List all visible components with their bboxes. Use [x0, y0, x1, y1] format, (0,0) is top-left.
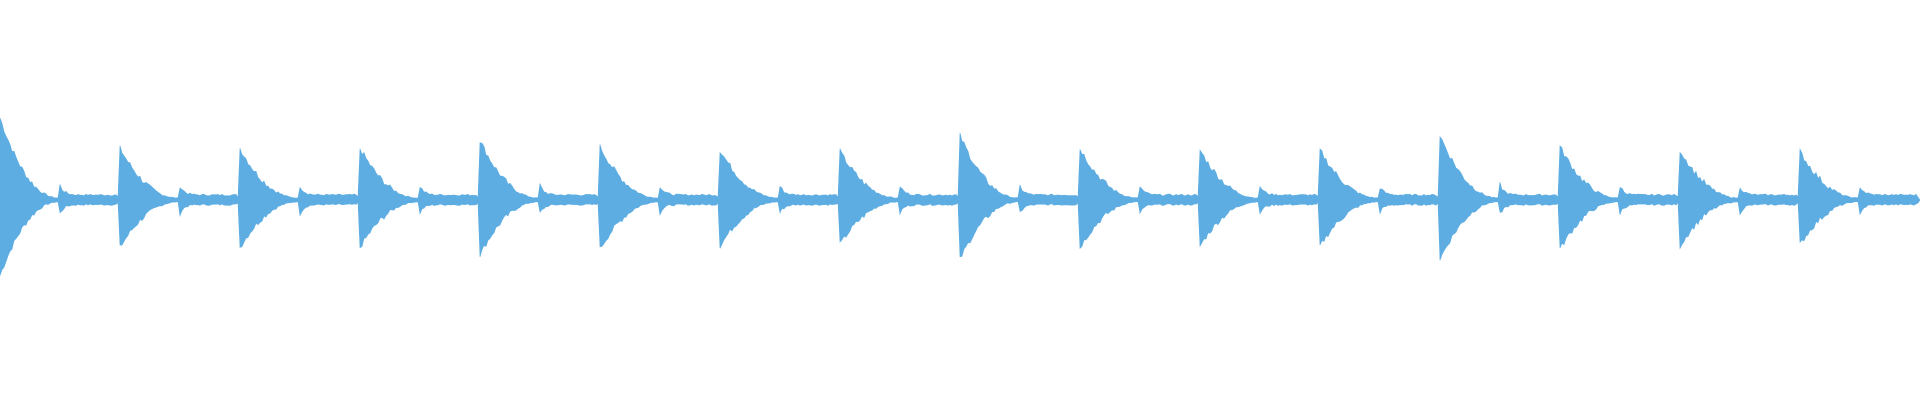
waveform-path: [0, 117, 1920, 276]
